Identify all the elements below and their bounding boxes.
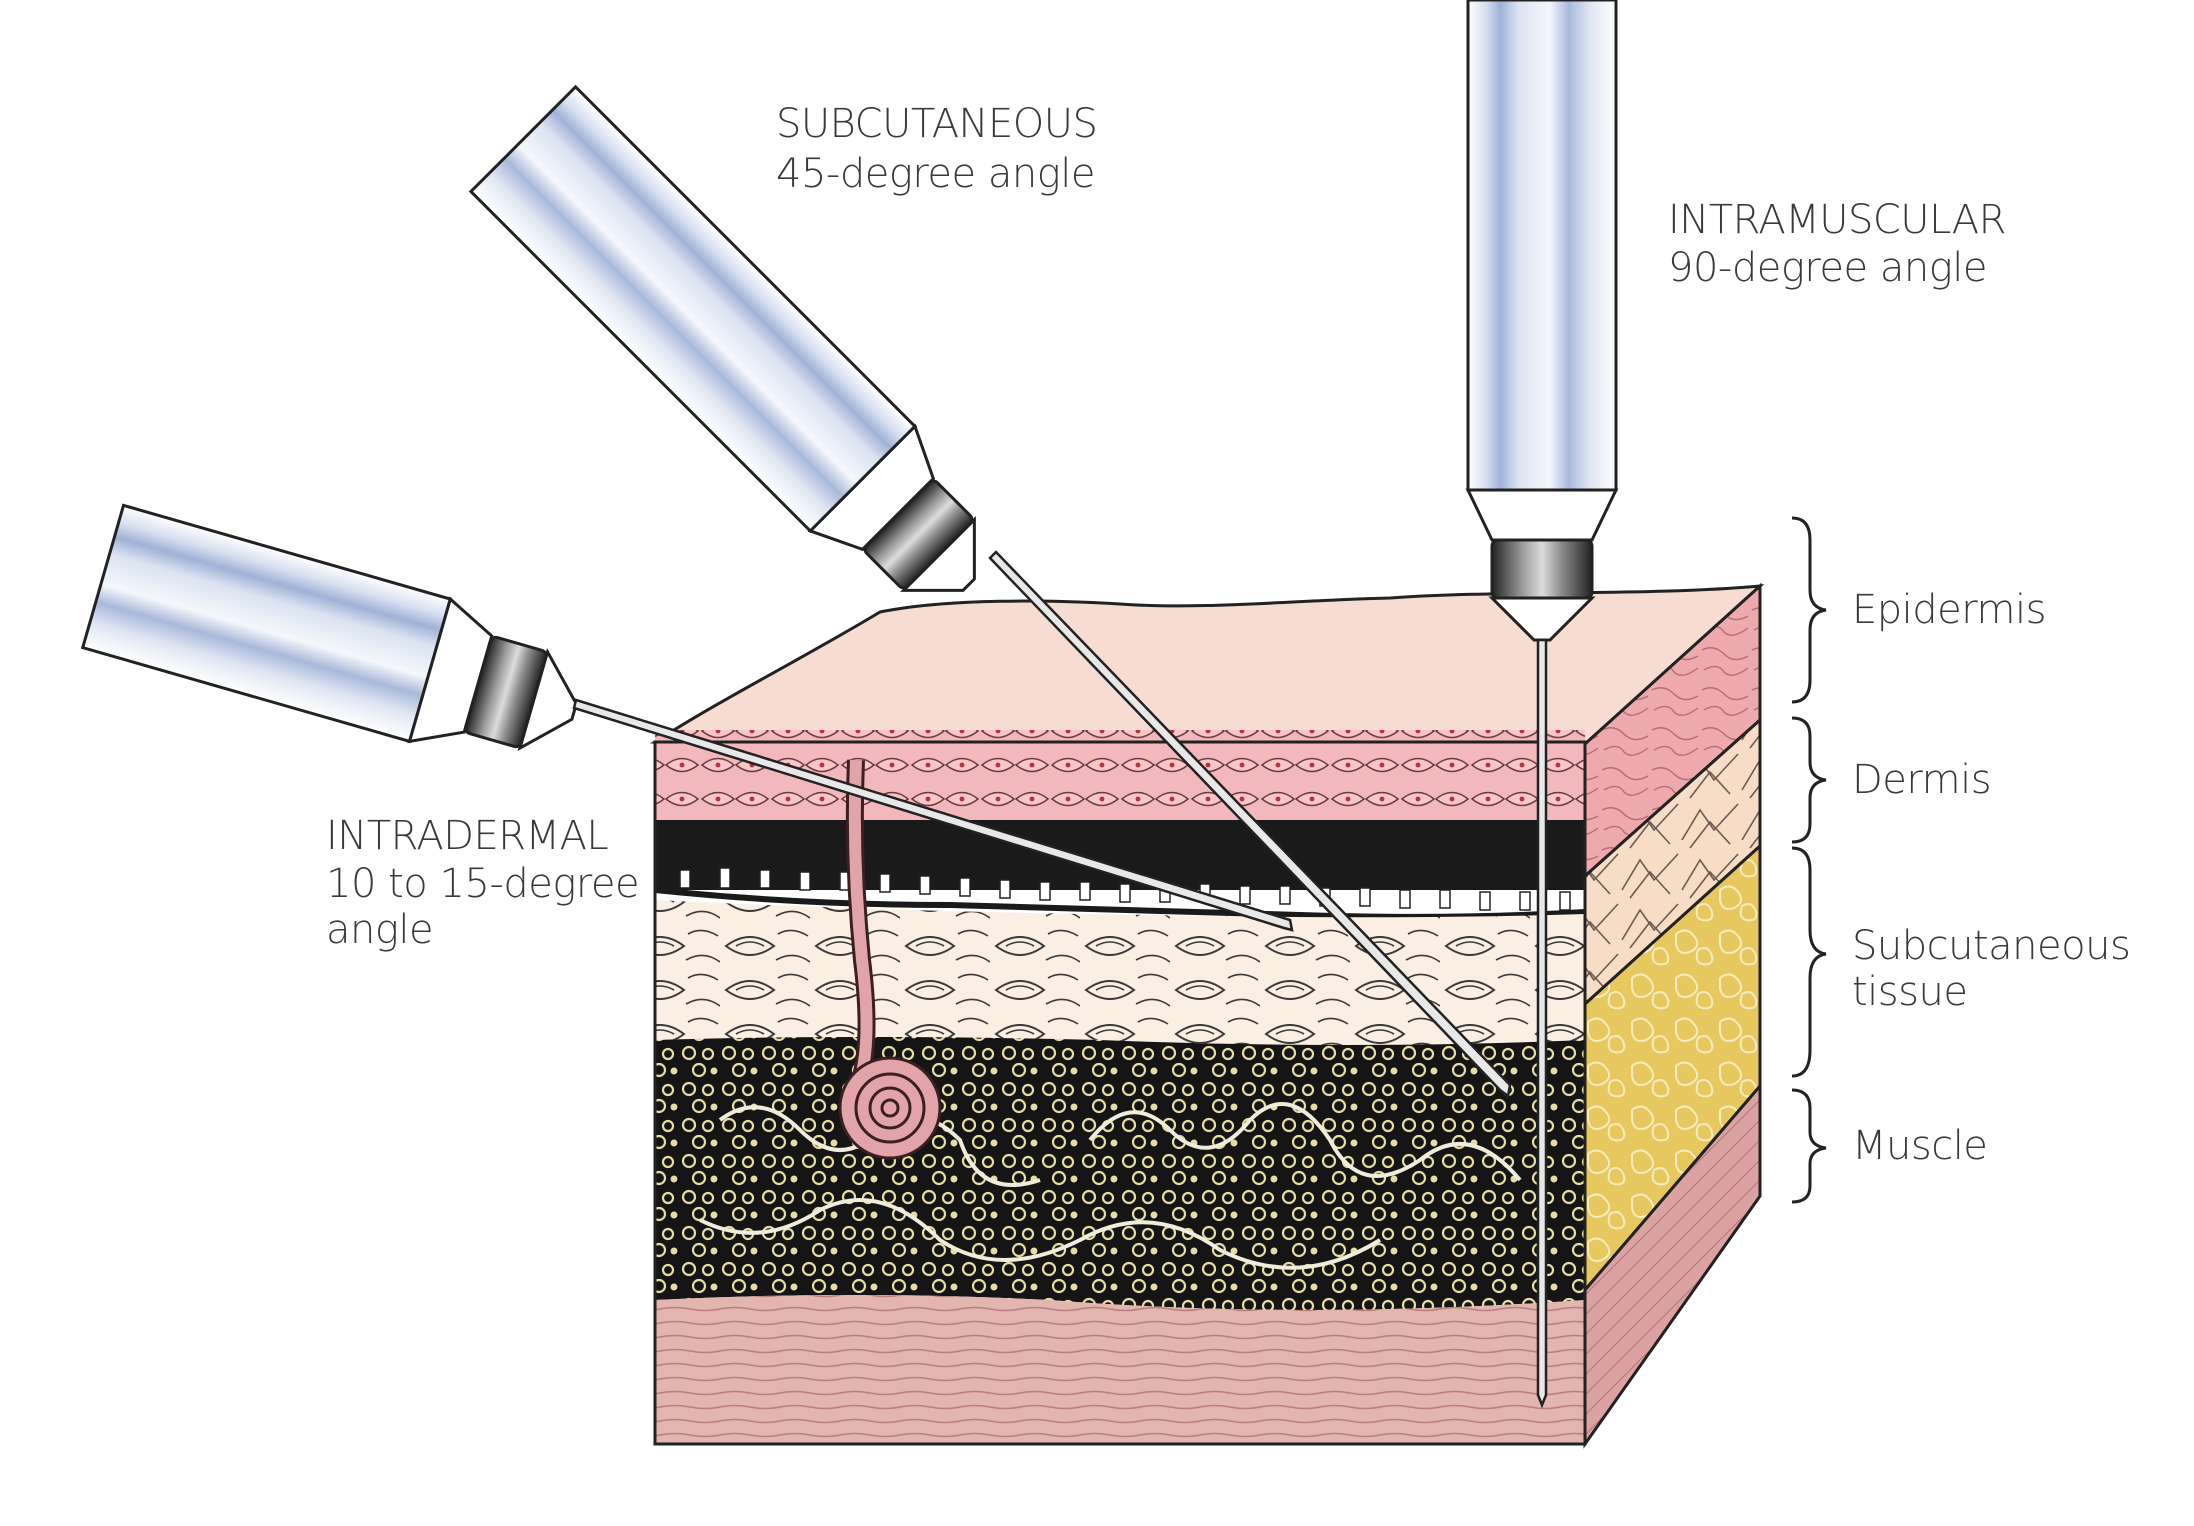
skin-block-icon [649, 582, 1765, 1449]
front-face [655, 730, 1585, 1444]
intramuscular-angle: 90-degree angle [1668, 245, 1987, 291]
layer-label-subcutaneous: Subcutaneous [1852, 923, 2131, 969]
intramuscular-title: INTRAMUSCULAR [1668, 197, 2006, 243]
layer-label-muscle: Muscle [1852, 1123, 1988, 1169]
layer-label-dermis: Dermis [1852, 757, 1992, 803]
intradermal-title: INTRADERMAL [326, 813, 609, 859]
brace-icon [1791, 846, 1827, 1078]
syringe-icon [1465, 0, 1619, 642]
layer-label-subcutaneous-tissue: tissue [1852, 969, 1968, 1015]
syringe-icon [468, 84, 976, 592]
skin-top-surface [649, 584, 1765, 746]
sweat-gland-icon [838, 1056, 942, 1160]
syringe-icon [80, 503, 578, 752]
brace-icon [1791, 716, 1827, 844]
needle-icon [572, 698, 1294, 932]
subcutaneous-title: SUBCUTANEOUS [776, 101, 1098, 147]
layer-label-epidermis: Epidermis [1852, 587, 2046, 633]
needle-icon [1536, 638, 1548, 1409]
front-outline [653, 740, 1587, 1446]
intradermal-angle-line2: angle [326, 907, 434, 953]
intradermal-angle-line1: 10 to 15-degree [326, 861, 640, 907]
needle-icon [988, 550, 1512, 1099]
brace-icon [1791, 1088, 1827, 1204]
brace-icon [1791, 516, 1827, 704]
subcutaneous-angle: 45-degree angle [776, 151, 1095, 197]
side-face [1583, 582, 1762, 1449]
